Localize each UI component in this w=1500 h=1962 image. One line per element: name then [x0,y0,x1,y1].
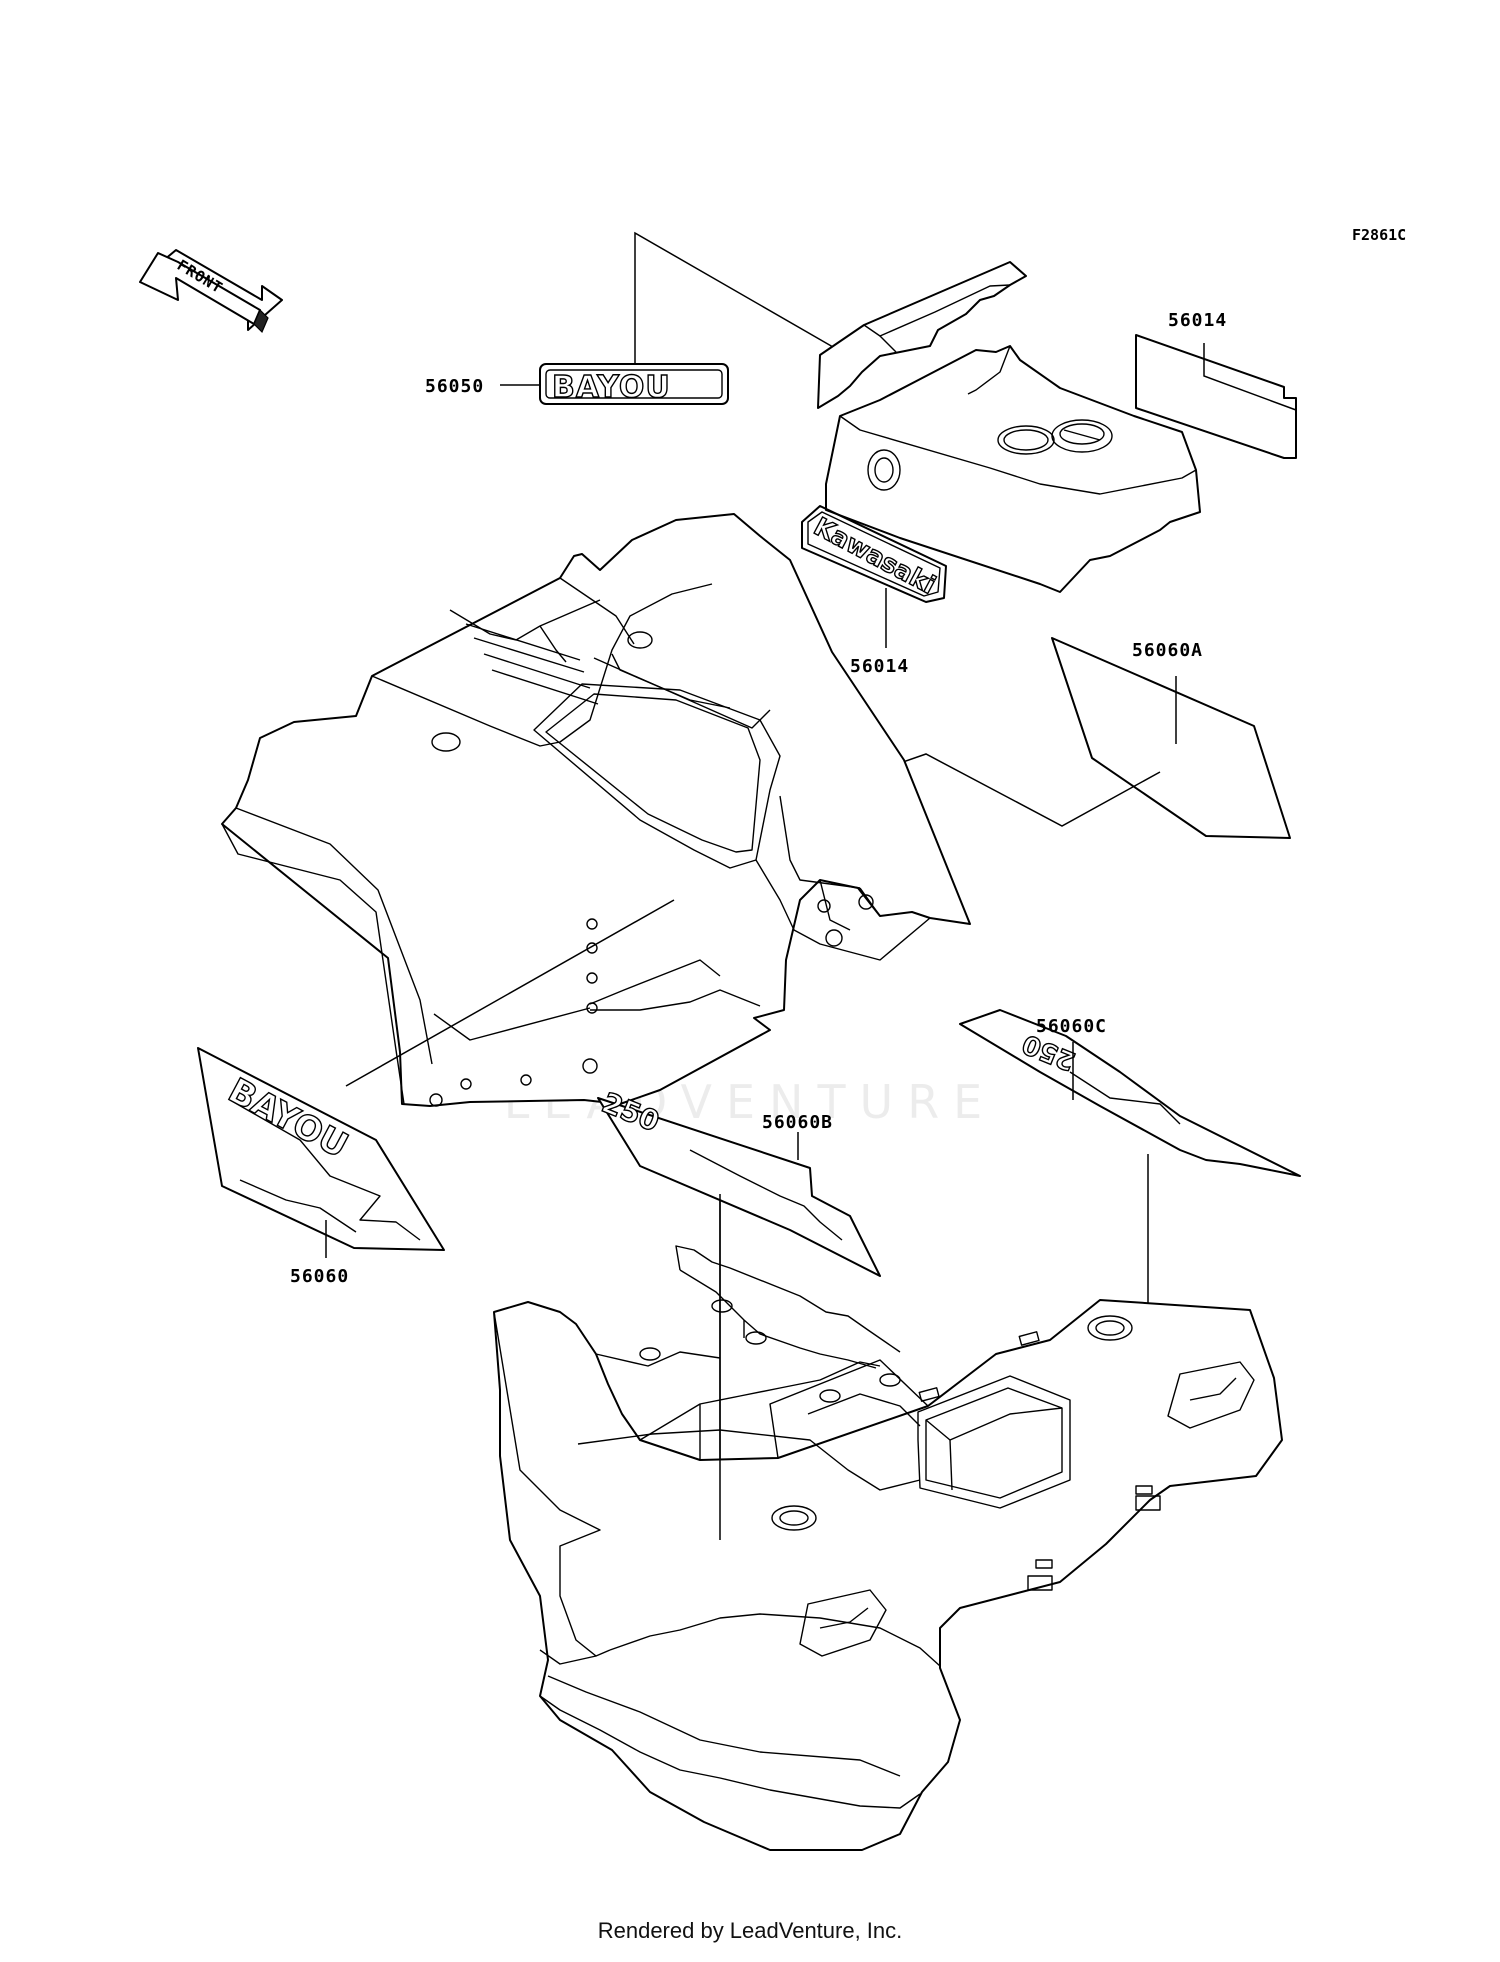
callout-56014-top: 56014 [1168,310,1227,331]
callout-56060: 56060 [290,1266,349,1287]
front-cover-upper [817,261,1201,593]
front-arrow-icon: FRONT [139,249,283,334]
callout-56060B: 56060B [762,1112,833,1133]
front-fender [221,513,971,1107]
callout-56060A: 56060A [1132,640,1203,661]
bayou-logo-text: BAYOU [552,370,671,405]
decal-56014-top [1135,334,1297,459]
bayou-emblem-56050: BAYOU [539,363,729,406]
decal-56060A [1051,637,1291,839]
decal-56060B: 250 [597,1085,881,1277]
callout-56014-mid: 56014 [850,656,909,677]
callout-56050: 56050 [425,376,484,397]
footer-credit: Rendered by LeadVenture, Inc. [597,1918,903,1943]
callout-56060C: 56060C [1036,1016,1107,1037]
rear-fender [493,1245,1283,1851]
figure-code: F2861C [1352,226,1406,244]
decal-56060C: 250 [959,1009,1301,1177]
